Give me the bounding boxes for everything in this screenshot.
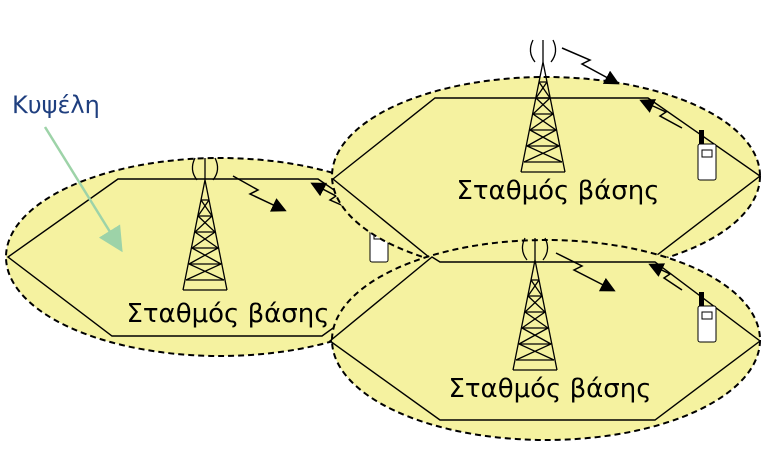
cell-bottom-right: Σταθμός βάσης	[328, 237, 762, 441]
cell-bottom-right-boundary	[331, 239, 761, 441]
radio-link-icon	[555, 252, 616, 292]
radio-link-icon	[648, 263, 683, 291]
radio-link-icon	[639, 99, 683, 129]
base-station-label-top-right: Σταθμός βάσης	[456, 176, 659, 206]
cell-bottom-right-hexagon	[328, 256, 762, 421]
base-station-label-bottom-right: Σταθμός βάσης	[448, 374, 651, 404]
base-station-label-left: Σταθμός βάσης	[126, 299, 329, 329]
cell-label: Κυψέλη	[12, 91, 100, 119]
cell-pointer-arrow	[43, 126, 123, 253]
radio-link-icon	[232, 175, 287, 212]
radio-link-icon	[561, 47, 620, 85]
cell-left: Σταθμός βάσης	[5, 157, 435, 357]
